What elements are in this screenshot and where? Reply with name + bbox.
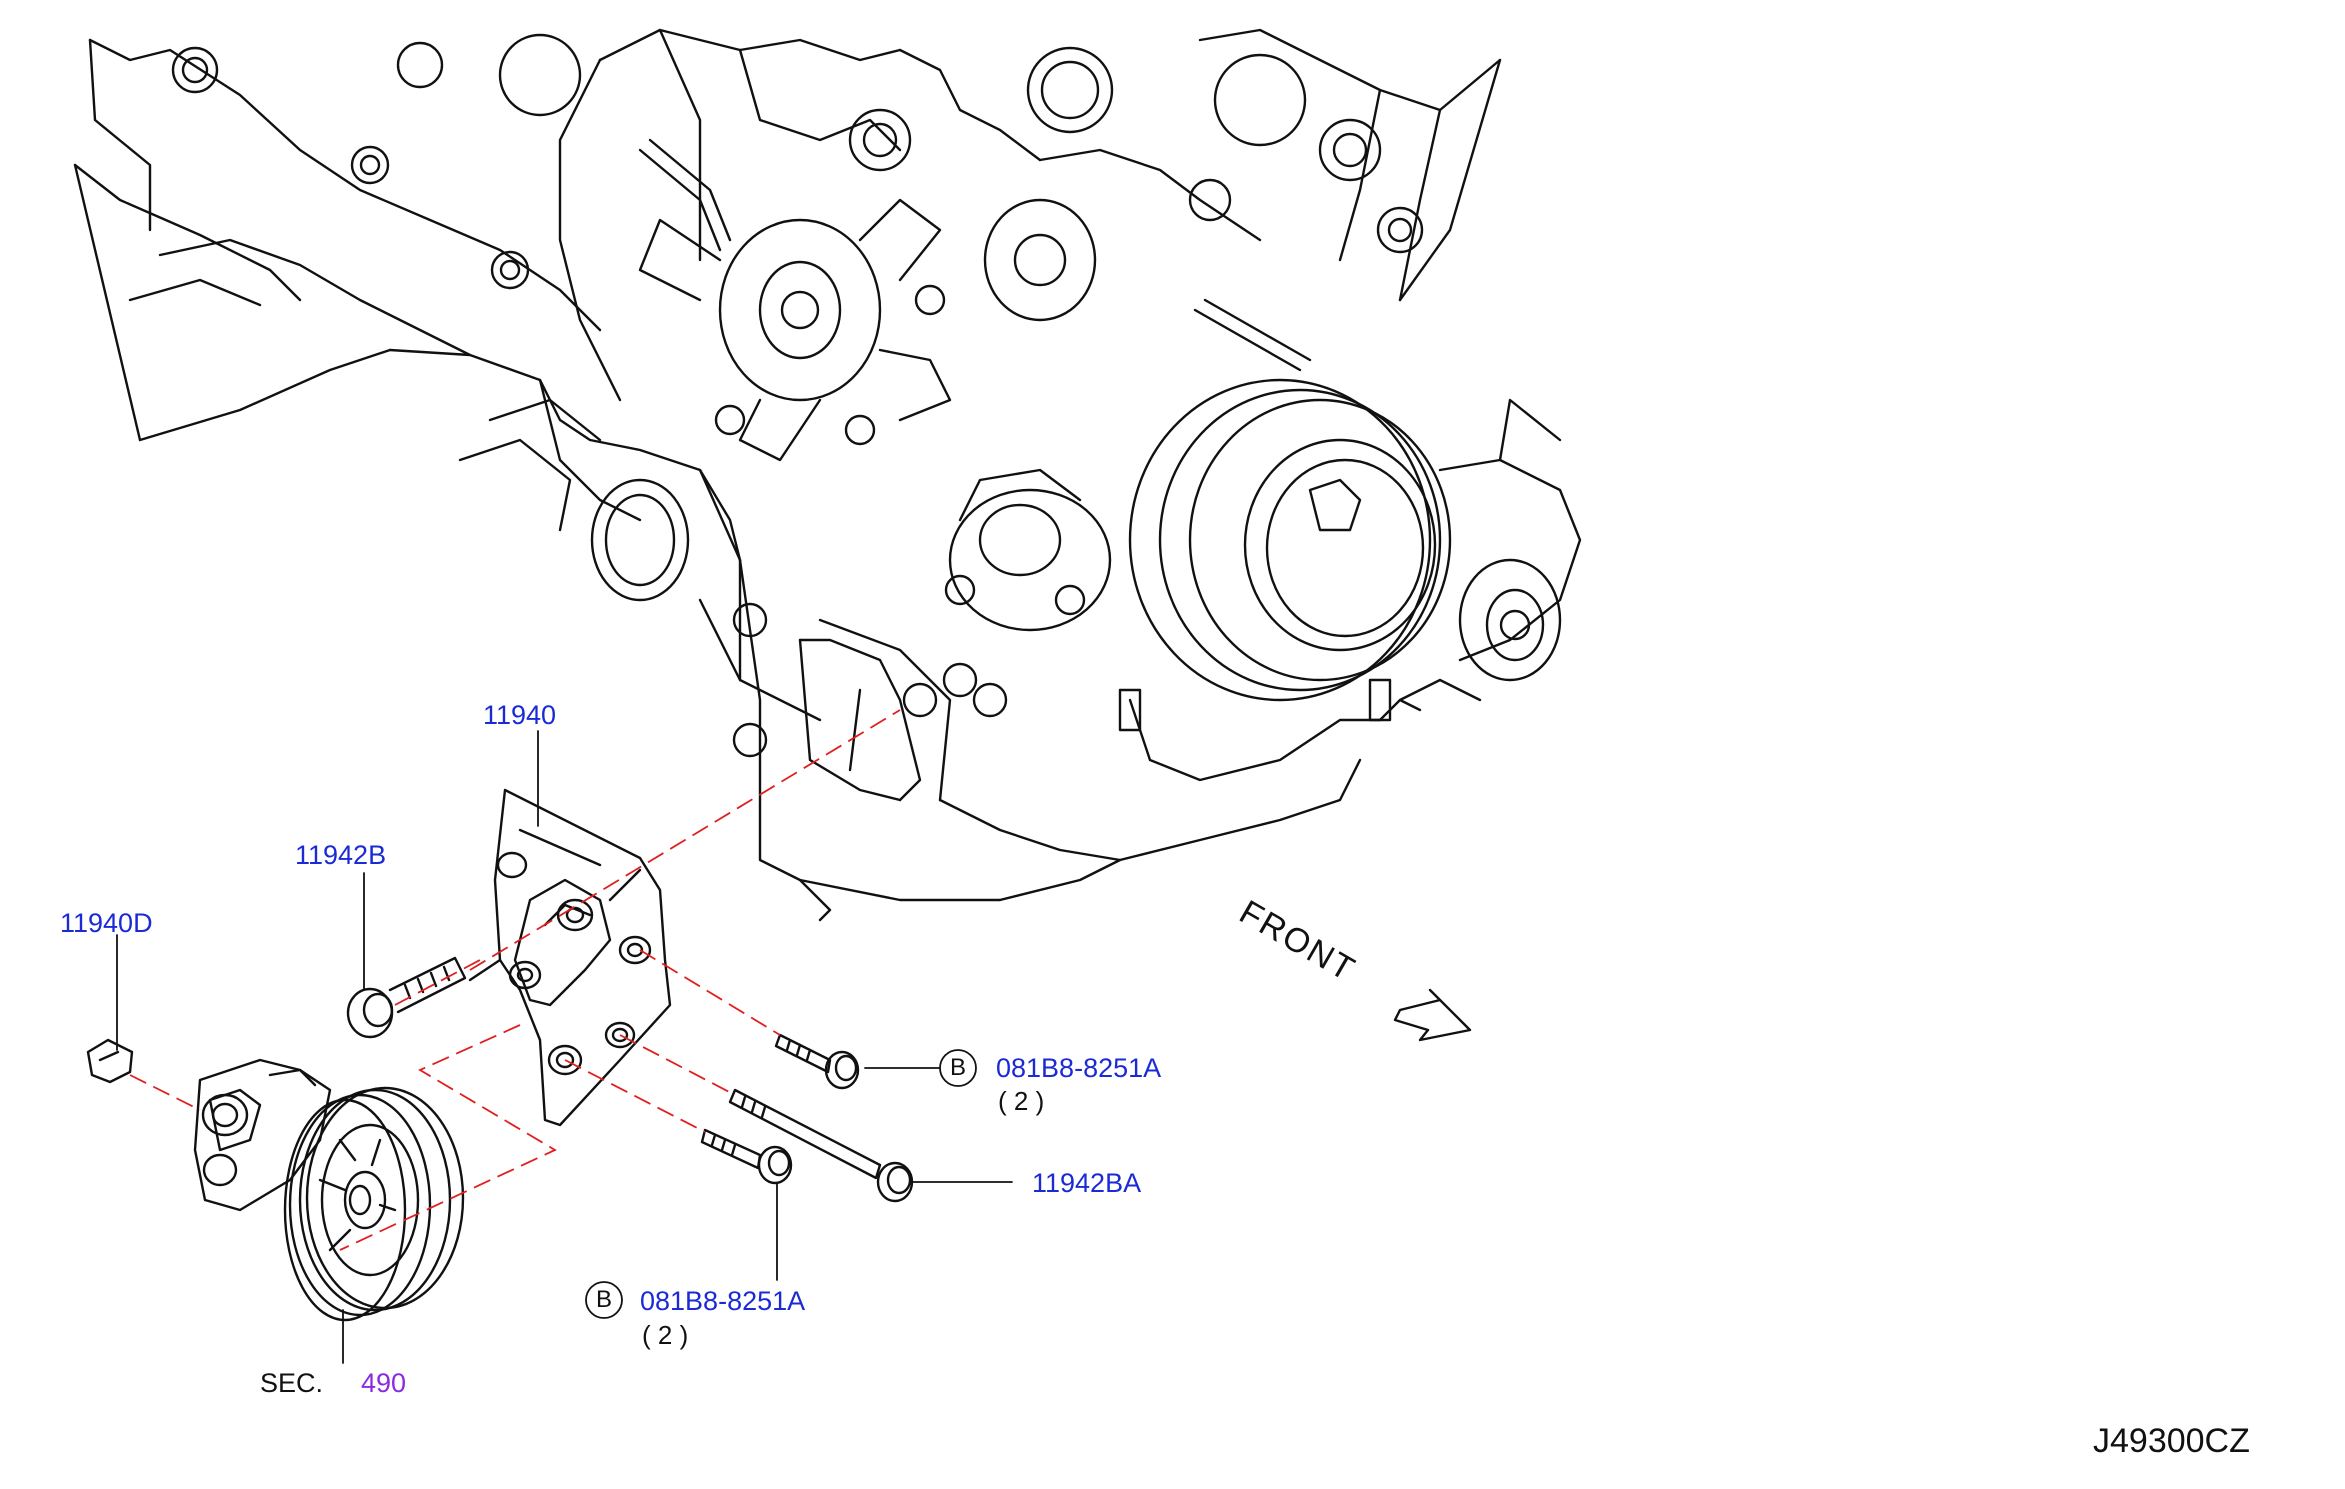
qty-081b8-right: ( 2 ): [998, 1086, 1045, 1116]
engine-block: [73, 28, 1582, 922]
label-11942b: 11942B: [295, 840, 387, 870]
b-marker-label-2: B: [595, 1286, 612, 1313]
power-steering-pump: [193, 1058, 465, 1322]
b-marker-label-1: B: [949, 1054, 966, 1081]
bolt-081b8-bottom: [700, 1128, 793, 1185]
diagram-code: J49300CZ: [2093, 1422, 2250, 1460]
bracket-11940: [468, 788, 672, 1127]
label-11940: 11940: [483, 700, 557, 730]
label-11942ba: 11942BA: [1032, 1168, 1142, 1198]
bolt-11942ba: [728, 1088, 914, 1203]
clip-11940d: [86, 1038, 134, 1084]
leader-lines: [116, 730, 1013, 1364]
label-sec-490[interactable]: 490: [361, 1368, 407, 1398]
assembly-dashed-lines: [129, 709, 901, 1251]
label-11940d: 11940D: [60, 908, 153, 938]
label-sec-prefix: SEC.: [260, 1368, 324, 1398]
label-081b8-8251a-bottom: 081B8-8251A: [640, 1286, 806, 1316]
front-arrow-icon: [1393, 988, 1472, 1042]
qty-081b8-bottom: ( 2 ): [642, 1320, 689, 1350]
b-marker-circle-1: [939, 1049, 977, 1087]
bolt-11942b: [346, 956, 467, 1039]
b-marker-circle-2: [585, 1281, 623, 1319]
bolt-081b8-right: [774, 1033, 860, 1090]
label-081b8-8251a-right: 081B8-8251A: [996, 1053, 1162, 1083]
